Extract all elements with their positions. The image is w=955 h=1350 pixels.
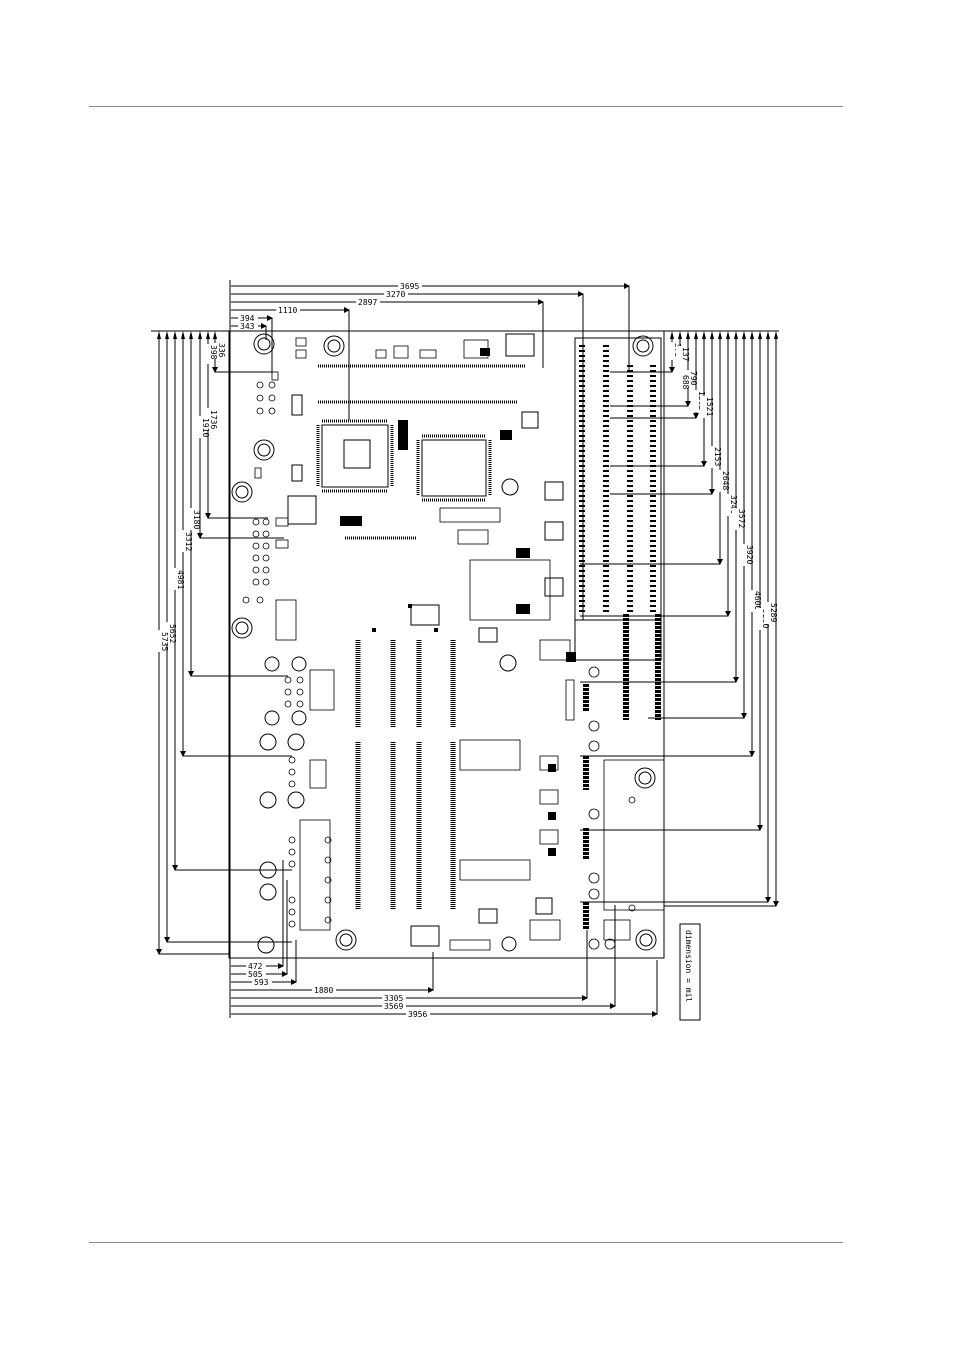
ic-packages [287, 333, 564, 947]
small-parts [340, 348, 576, 856]
dim-label: 3920 [745, 545, 754, 564]
dim-label: 505 [248, 970, 263, 979]
dim-label: 5652 [168, 624, 177, 643]
dim-label: 472 [248, 962, 263, 971]
dim-label: 3180 [192, 510, 201, 529]
dim-label: 790 [689, 371, 698, 386]
dim-label: 4600 [753, 591, 762, 610]
dim-label: 343 [240, 322, 255, 331]
right-dimension-labels: 373 137 790 688 1262 1521 2153 2648 3240… [668, 342, 778, 630]
dim-label: 3569 [384, 1002, 403, 1011]
dim-label: 336 [217, 343, 226, 358]
edge-connector [574, 337, 662, 661]
dim-label: 398 [209, 345, 218, 360]
unit-label-box: dimension = mil [679, 923, 701, 1021]
dim-label: 1736 [209, 410, 218, 429]
ic-pins [316, 364, 526, 540]
bottom-dimension-labels: 472 505 593 1880 3305 3569 3956 [246, 961, 430, 1019]
dim-label: 394 [240, 314, 255, 323]
dim-label: 3572 [737, 509, 746, 528]
memory-slots [355, 640, 456, 910]
dim-label: 3305 [384, 994, 403, 1003]
dimension-arrow-heads [157, 331, 778, 339]
dim-label: 137 [681, 347, 690, 362]
mounting-holes [231, 333, 657, 954]
dim-label: 2648 [721, 471, 730, 490]
dim-label: 1521 [705, 397, 714, 416]
pcb-outline [228, 330, 665, 959]
via-grid [242, 381, 636, 950]
header-pins [583, 614, 661, 930]
passive-components [254, 337, 665, 951]
dim-label: 3956 [408, 1010, 427, 1019]
unit-label: dimension = mil [684, 930, 693, 1002]
dim-label: 593 [254, 978, 269, 987]
dim-label: 688 [681, 375, 690, 390]
dim-label: 2153 [713, 447, 722, 466]
dim-label: 3695 [400, 282, 419, 291]
dimension-lines [151, 280, 779, 1018]
top-dimension-labels: 3695 3270 2897 1110 394 343 [238, 281, 422, 331]
dim-label: 1110 [278, 306, 297, 315]
header-rule [89, 106, 843, 107]
edge-connector-pads [579, 345, 656, 615]
dim-label: 5289 [769, 603, 778, 622]
dim-label: 3270 [386, 290, 405, 299]
dim-label: 3312 [184, 532, 193, 551]
dim-label: 3240 [729, 495, 738, 514]
dim-label: 4981 [176, 570, 185, 589]
dim-label: 2897 [358, 298, 377, 307]
dim-label: 1910 [201, 418, 210, 437]
left-dimension-labels: 336 398 1736 1910 3180 3312 4981 5652 57… [155, 343, 226, 652]
dim-label: 5735 [160, 632, 169, 651]
footer-rule [89, 1242, 843, 1243]
dim-label: 1880 [314, 986, 333, 995]
